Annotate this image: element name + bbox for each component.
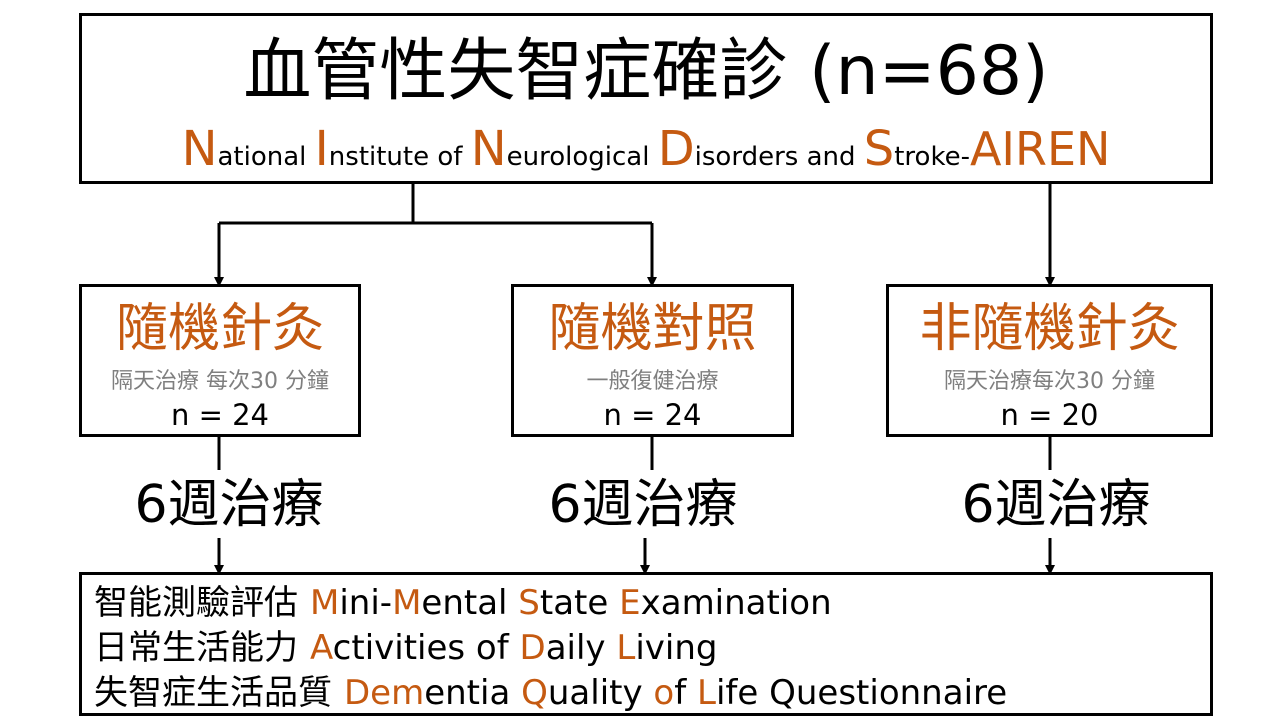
subtitle-segment: N <box>181 121 218 177</box>
arm-sample-size: n = 24 <box>603 398 702 432</box>
subtitle-segment: troke- <box>894 142 970 172</box>
arm-box-nonrandom-acupuncture: 非隨機針灸 隔天治療每次30 分鐘 n = 20 <box>886 284 1213 437</box>
outcome-text-segment: iving <box>635 628 718 668</box>
subtitle-segment: eurological <box>506 142 658 172</box>
criteria-subtitle: National Institute of Neurological Disor… <box>82 124 1210 182</box>
subtitle-segment: N <box>470 121 507 177</box>
outcome-label: 智能測驗評估 <box>94 583 298 623</box>
diagnosis-title: 血管性失智症確診 (n=68) <box>243 32 1049 111</box>
subtitle-segment: D <box>657 121 695 177</box>
arm-name: 非隨機針灸 <box>919 299 1180 359</box>
outcome-measures-box: 智能測驗評估 Mini-Mental State Examination 日常生活… <box>79 572 1213 716</box>
outcome-text-segment: entia <box>424 673 522 713</box>
subtitle-segment: ational <box>217 142 315 172</box>
outcome-text-segment: ife Questionnaire <box>715 673 1008 713</box>
arm-box-acupuncture: 隨機針灸 隔天治療 每次30 分鐘 n = 24 <box>79 284 361 437</box>
outcome-text-segment: M <box>310 583 340 623</box>
outcome-text-segment: tate <box>539 583 620 623</box>
outcome-text-segment: Q <box>521 673 548 713</box>
outcome-row-qol: 失智症生活品質 Dementia Quality of Life Question… <box>94 671 1007 715</box>
outcome-text-segment: aily <box>545 628 617 668</box>
subtitle-segment: AIREN <box>969 122 1111 176</box>
outcome-label: 失智症生活品質 <box>94 673 332 713</box>
outcome-text-segment: Dem <box>344 673 425 713</box>
outcome-text-segment: L <box>697 673 716 713</box>
subtitle-segment: isorders and <box>694 142 864 172</box>
subtitle-segment: I <box>314 121 329 177</box>
outcome-text-segment: f <box>674 673 698 713</box>
outcome-text-segment: ini- <box>339 583 393 623</box>
outcome-text-segment: ctivities of <box>332 628 520 668</box>
diagnosis-box: 血管性失智症確診 (n=68) National Institute of Ne… <box>79 13 1213 184</box>
outcome-text-segment: D <box>519 628 546 668</box>
outcome-text-segment: S <box>518 583 540 623</box>
arm-name: 隨機針灸 <box>115 299 324 359</box>
outcome-row-mmse: 智能測驗評估 Mini-Mental State Examination <box>94 581 832 625</box>
subtitle-segment: S <box>863 121 895 177</box>
subtitle-segment: nstitute of <box>328 142 471 172</box>
outcome-text-segment: uality <box>547 673 654 713</box>
arm-box-control: 隨機對照 一般復健治療 n = 24 <box>511 284 794 437</box>
outcome-row-adl: 日常生活能力 Activities of Daily Living <box>94 626 717 670</box>
outcome-text-segment: xamination <box>640 583 832 623</box>
outcome-text-segment: M <box>392 583 422 623</box>
outcome-text-segment: A <box>310 628 333 668</box>
treatment-duration-1: 6週治療 <box>134 475 324 535</box>
arm-sample-size: n = 24 <box>170 398 270 432</box>
outcome-text-segment: ental <box>421 583 519 623</box>
outcome-label: 日常生活能力 <box>94 628 298 668</box>
outcome-text-segment: E <box>619 583 641 623</box>
treatment-duration-3: 6週治療 <box>961 475 1151 535</box>
arm-description: 隔天治療每次30 分鐘 <box>944 369 1155 394</box>
arm-name: 隨機對照 <box>548 299 757 359</box>
arm-description: 隔天治療 每次30 分鐘 <box>111 369 329 394</box>
arm-sample-size: n = 20 <box>1000 398 1099 432</box>
treatment-duration-2: 6週治療 <box>548 475 738 535</box>
outcome-text-segment: L <box>616 628 636 668</box>
outcome-text-segment: o <box>653 673 675 713</box>
arm-description: 一般復健治療 <box>586 369 719 394</box>
